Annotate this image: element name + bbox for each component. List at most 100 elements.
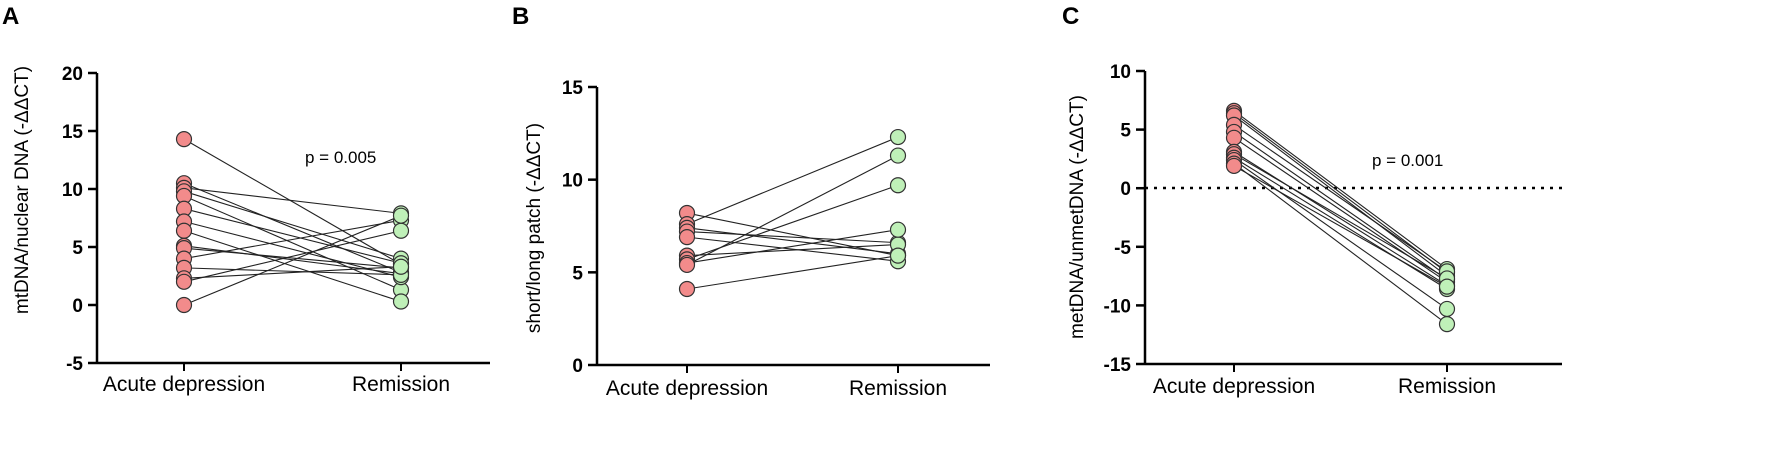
pair-line [183, 182, 402, 274]
panel-b-y-ticks: 0 5 10 15 [562, 78, 597, 377]
pair-line [1233, 131, 1448, 281]
pair-line [1233, 165, 1448, 288]
panel-c-p-value: p = 0.001 [1372, 151, 1443, 170]
pair-line [686, 227, 899, 255]
pair-line [686, 231, 899, 244]
remission-point [889, 247, 907, 264]
remission-point [1438, 278, 1456, 295]
panel-a-y-axis-label: mtDNA/nuclear DNA (-ΔΔCT) [12, 66, 33, 314]
acute-point [175, 273, 193, 290]
y-tick-label: 10 [1110, 62, 1131, 83]
acute-point [678, 229, 696, 246]
y-tick-label: 15 [562, 78, 584, 99]
pair-line [183, 230, 402, 283]
pair-line [686, 212, 899, 257]
y-tick-label: -15 [1104, 355, 1132, 376]
panel-b-x-label-acute: Acute depression [606, 377, 768, 400]
panel-c-axes: Acute depression Remission [1143, 71, 1562, 398]
panel-a-x-label-acute: Acute depression [103, 373, 265, 396]
panel-a-remission-points [392, 205, 410, 310]
panel-a-x-label-remission: Remission [352, 373, 450, 396]
pair-line [1233, 124, 1448, 272]
y-tick-label: -10 [1104, 296, 1131, 317]
pair-line [686, 243, 899, 257]
panel-c-x-label-acute: Acute depression [1153, 375, 1315, 398]
pair-line [686, 236, 899, 262]
panel-b: B short/long patch (-ΔΔCT) Acute depress… [512, 3, 990, 400]
panel-c-remission-points [1438, 260, 1456, 333]
panel-c-acute-points [1225, 102, 1243, 175]
pair-line [183, 187, 402, 214]
panel-c-y-ticks: -15 -10 -5 0 5 10 [1104, 62, 1145, 376]
pair-line [686, 155, 899, 266]
panel-b-letter: B [512, 3, 529, 30]
pair-line [183, 247, 402, 269]
y-tick-label: -5 [1114, 238, 1131, 259]
pair-line [183, 190, 402, 260]
panel-b-y-axis-label: short/long patch (-ΔΔCT) [524, 123, 545, 333]
pair-line [183, 230, 402, 303]
panel-a-p-value: p = 0.005 [305, 148, 376, 167]
remission-point [392, 207, 410, 224]
panel-c: C metDNA/unmetDNA (-ΔΔCT) p = 0.001 Acut… [1062, 3, 1562, 398]
panel-c-y-axis-label: metDNA/unmetDNA (-ΔΔCT) [1067, 95, 1088, 339]
y-tick-label: 0 [572, 356, 583, 377]
pair-line [686, 255, 899, 290]
pair-line [183, 195, 402, 291]
pair-line [183, 208, 402, 264]
pair-line [1233, 157, 1448, 290]
pair-line [1233, 151, 1448, 286]
pair-line [183, 138, 402, 265]
remission-point [392, 293, 410, 310]
pair-line [183, 220, 402, 278]
y-tick-label: -5 [66, 354, 83, 375]
remission-point [392, 222, 410, 239]
pair-line [1233, 159, 1448, 310]
panel-c-pair-lines [1233, 110, 1448, 325]
panel-a: A mtDNA/nuclear DNA (-ΔΔCT) p = 0.005 Ac… [2, 3, 490, 396]
remission-point [1438, 316, 1456, 333]
remission-point [392, 258, 410, 275]
acute-point [175, 222, 193, 239]
panel-b-axes: Acute depression Remission [595, 87, 990, 400]
acute-point [678, 280, 696, 298]
remission-point [1438, 300, 1456, 318]
panel-a-letter: A [2, 3, 19, 30]
remission-point [889, 147, 907, 164]
pair-line [1233, 112, 1448, 274]
acute-point [678, 256, 696, 274]
y-tick-label: 15 [62, 122, 84, 143]
pair-line [183, 266, 402, 279]
pair-line [183, 219, 402, 260]
acute-point [175, 131, 193, 148]
pair-line [1233, 163, 1448, 325]
y-tick-label: 5 [1120, 121, 1131, 142]
y-tick-label: 10 [562, 171, 583, 192]
y-tick-label: 0 [1120, 179, 1131, 200]
panel-b-x-label-remission: Remission [849, 377, 947, 400]
remission-point [889, 177, 907, 194]
panel-a-axes: Acute depression Remission [95, 73, 490, 396]
remission-point [889, 128, 907, 146]
y-tick-label: 20 [62, 64, 83, 85]
pair-line [1233, 110, 1448, 270]
remission-point [889, 221, 907, 238]
acute-point [1225, 157, 1243, 175]
acute-point [1225, 129, 1243, 146]
y-tick-label: 5 [72, 238, 83, 259]
pair-line [686, 136, 899, 225]
pair-line [183, 267, 402, 276]
acute-point [175, 296, 193, 314]
panel-b-remission-points [889, 128, 907, 270]
panel-c-x-label-remission: Remission [1398, 375, 1496, 398]
y-tick-label: 10 [62, 180, 83, 201]
pair-line [1233, 115, 1448, 277]
pair-line [686, 229, 899, 264]
y-tick-label: 5 [572, 263, 583, 284]
panel-c-letter: C [1062, 3, 1079, 30]
panel-a-acute-points [175, 131, 193, 314]
panel-a-pair-lines [183, 138, 402, 306]
pair-line [183, 215, 402, 306]
y-tick-label: 0 [72, 296, 83, 317]
